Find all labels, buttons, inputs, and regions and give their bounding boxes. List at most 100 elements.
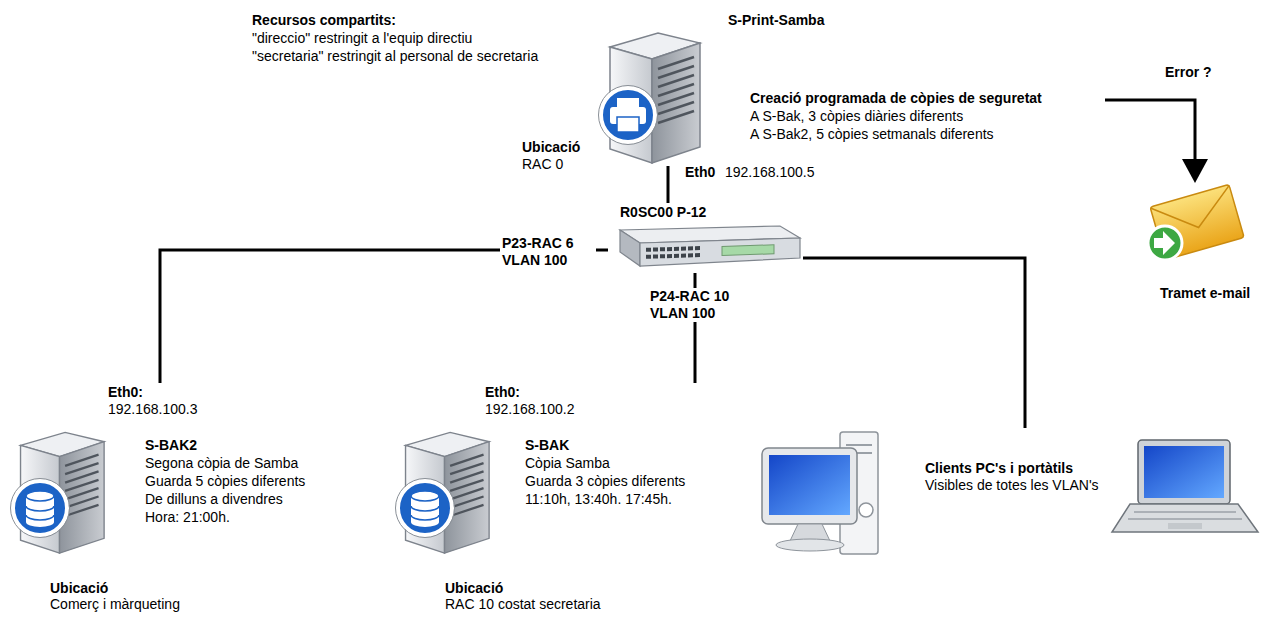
share-line: "secretaria" restringit al personal de s… xyxy=(252,48,538,65)
icon-part xyxy=(411,515,439,520)
print-server-icon xyxy=(599,33,701,163)
connector-line xyxy=(803,258,1025,428)
icon-part xyxy=(653,247,658,251)
icon-part xyxy=(846,444,872,446)
icon-part xyxy=(769,455,850,515)
arrow-head xyxy=(1182,159,1208,183)
icon-part xyxy=(411,522,439,527)
icon-part xyxy=(674,254,679,258)
note-line: Còpia Samba xyxy=(525,455,610,472)
icon-part xyxy=(688,253,693,257)
icon-part xyxy=(599,86,658,145)
desktop-pc-icon xyxy=(762,432,878,554)
location-heading: Ubicació xyxy=(522,139,580,156)
clients-node: Clients PC's i portàtilsVisibles de tote… xyxy=(758,428,1238,558)
icon-part xyxy=(601,88,655,142)
edge-label: P24-RAC 10 VLAN 100 xyxy=(648,288,748,322)
icon-part xyxy=(617,117,639,132)
icon-part xyxy=(762,448,857,524)
icon-part xyxy=(688,246,693,250)
note-line: Guarda 3 còpies diferents xyxy=(525,473,685,490)
icon-part xyxy=(859,503,873,517)
note-line: A S-Bak, 3 còpies diàries diferents xyxy=(750,108,963,125)
icon-part xyxy=(26,522,54,527)
icon-part xyxy=(411,506,439,511)
connector xyxy=(1105,100,1208,183)
icon-part xyxy=(1168,523,1202,529)
connector xyxy=(160,250,608,383)
share-line: "direccio" restringit a l'equip directiu xyxy=(252,30,472,47)
icon-part xyxy=(653,254,658,258)
icon-part xyxy=(411,491,439,501)
interface-name: Eth0 xyxy=(685,164,715,181)
icon-part xyxy=(776,539,844,551)
connector-line xyxy=(667,166,670,203)
icon-part xyxy=(660,247,665,251)
ip-address: 192.168.100.5 xyxy=(725,164,815,181)
icon-part xyxy=(1148,226,1182,260)
email-node: Tramet e-mail xyxy=(1143,183,1254,306)
icon-part xyxy=(695,246,700,250)
ip-address: 192.168.100.3 xyxy=(108,401,198,418)
location-heading: Ubicació xyxy=(50,580,108,597)
share-heading: Recursos compartits: xyxy=(252,12,396,29)
icon-part xyxy=(681,254,686,258)
icon-part xyxy=(1150,184,1244,259)
note-heading: Creació programada de còpies de segureta… xyxy=(750,90,1042,107)
icon-part xyxy=(646,248,651,252)
icon-part xyxy=(396,479,455,538)
location-value: RAC 10 costat secretaria xyxy=(445,596,601,613)
icon-part xyxy=(1154,231,1175,255)
icon-part xyxy=(26,515,54,520)
server-node: Eth0:192.168.100.3S-BAK2Segona còpia de … xyxy=(8,383,348,553)
icon-part xyxy=(1128,518,1242,520)
server-name: S-BAK2 xyxy=(145,437,197,454)
interface-name: Eth0: xyxy=(108,384,143,401)
server-node: S-Print-SambaCreació programada de còpie… xyxy=(598,8,1105,166)
clients-heading: Clients PC's i portàtils xyxy=(925,460,1073,477)
location-value: Comerç i màrqueting xyxy=(50,596,180,613)
icon-part xyxy=(660,254,665,258)
icon-part xyxy=(620,230,640,266)
server-name: S-BAK xyxy=(525,437,569,454)
icon-part xyxy=(681,247,686,251)
icon-part xyxy=(646,244,774,259)
email-label: Tramet e-mail xyxy=(1160,285,1250,302)
interface-name: Eth0: xyxy=(485,384,520,401)
laptop-icon xyxy=(1112,440,1258,532)
icon-part xyxy=(646,255,651,259)
server-name: S-Print-Samba xyxy=(728,12,824,29)
location-value: RAC 0 xyxy=(522,156,563,173)
icon-part xyxy=(1144,446,1224,498)
icon-part xyxy=(640,238,800,266)
icon-part xyxy=(695,253,700,257)
icon-part xyxy=(790,524,830,541)
icon-part xyxy=(1150,184,1244,259)
icon-part xyxy=(1134,511,1236,513)
clients-note: Visibles de totes les VLAN's xyxy=(925,477,1099,494)
connector xyxy=(668,166,669,203)
note-line: Hora: 21:00h. xyxy=(145,509,230,526)
switch-name: R0SC00 P-12 xyxy=(620,204,706,221)
note-line: 11:10h, 13:40h. 17:45h. xyxy=(525,491,672,508)
icon-part xyxy=(667,247,672,251)
switch-node: R0SC00 P-12 xyxy=(608,203,803,273)
icon-part xyxy=(722,245,774,256)
note-line: A S-Bak2, 5 còpies setmanals diferents xyxy=(750,126,994,143)
ip-address: 192.168.100.2 xyxy=(485,401,575,418)
connector-line xyxy=(1105,100,1195,159)
note-line: De dilluns a divendres xyxy=(145,491,283,508)
server-node: Eth0:192.168.100.2S-BAKCòpia SambaGuarda… xyxy=(393,383,723,553)
edge-label: P23-RAC 6 VLAN 100 xyxy=(500,235,596,269)
icon-part xyxy=(1112,504,1258,532)
edge-label: Error ? xyxy=(1163,64,1214,81)
switch-icon xyxy=(620,226,800,266)
icon-part xyxy=(26,491,54,501)
note-line: Guarda 5 còpies diferents xyxy=(145,473,305,490)
icon-part xyxy=(13,481,67,535)
icon-part xyxy=(674,247,679,251)
email-icon xyxy=(1148,184,1244,260)
icon-part xyxy=(26,506,54,511)
connector xyxy=(803,258,1025,428)
backup-server-icon xyxy=(11,432,105,553)
